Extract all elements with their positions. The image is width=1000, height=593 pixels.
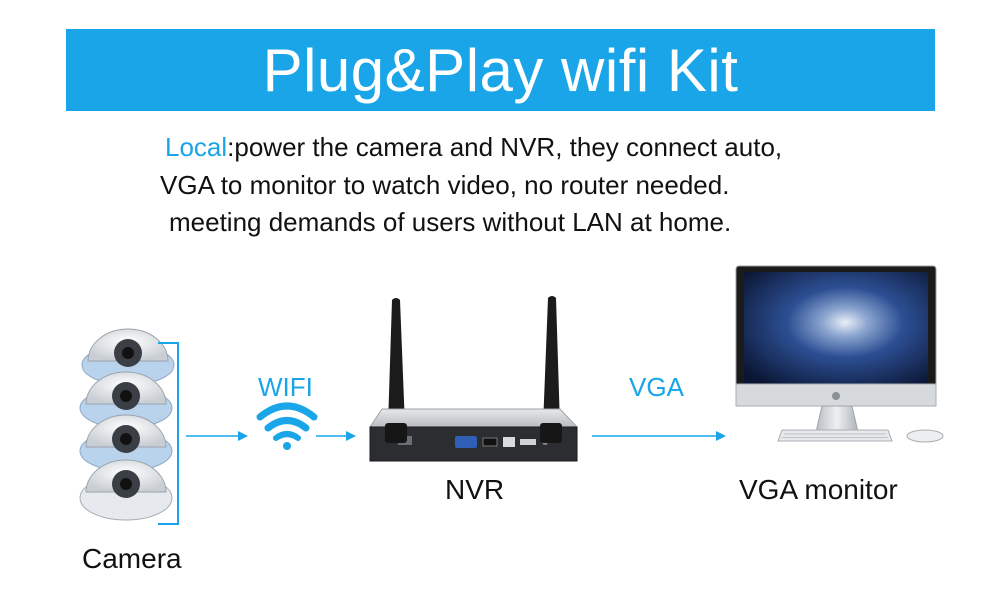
arrow-camera-to-wifi — [186, 431, 248, 441]
vga-monitor-label: VGA monitor — [739, 474, 898, 506]
dome-camera-icon — [80, 460, 172, 520]
wifi-link-label: WIFI — [258, 372, 313, 403]
vga-link-label: VGA — [629, 372, 684, 403]
wifi-icon — [260, 406, 314, 450]
antenna-icon — [543, 296, 560, 426]
antenna-icon — [388, 298, 405, 426]
apple-logo-icon — [832, 392, 840, 400]
arrow-wifi-to-nvr — [316, 431, 356, 441]
camera-label: Camera — [82, 543, 182, 575]
camera-stack — [80, 329, 174, 520]
arrow-nvr-to-monitor — [592, 431, 726, 441]
keyboard-icon — [778, 430, 892, 441]
nvr-label: NVR — [445, 474, 504, 506]
monitor-icon — [736, 266, 936, 438]
mouse-icon — [907, 430, 943, 442]
nvr-device-icon — [370, 296, 577, 461]
